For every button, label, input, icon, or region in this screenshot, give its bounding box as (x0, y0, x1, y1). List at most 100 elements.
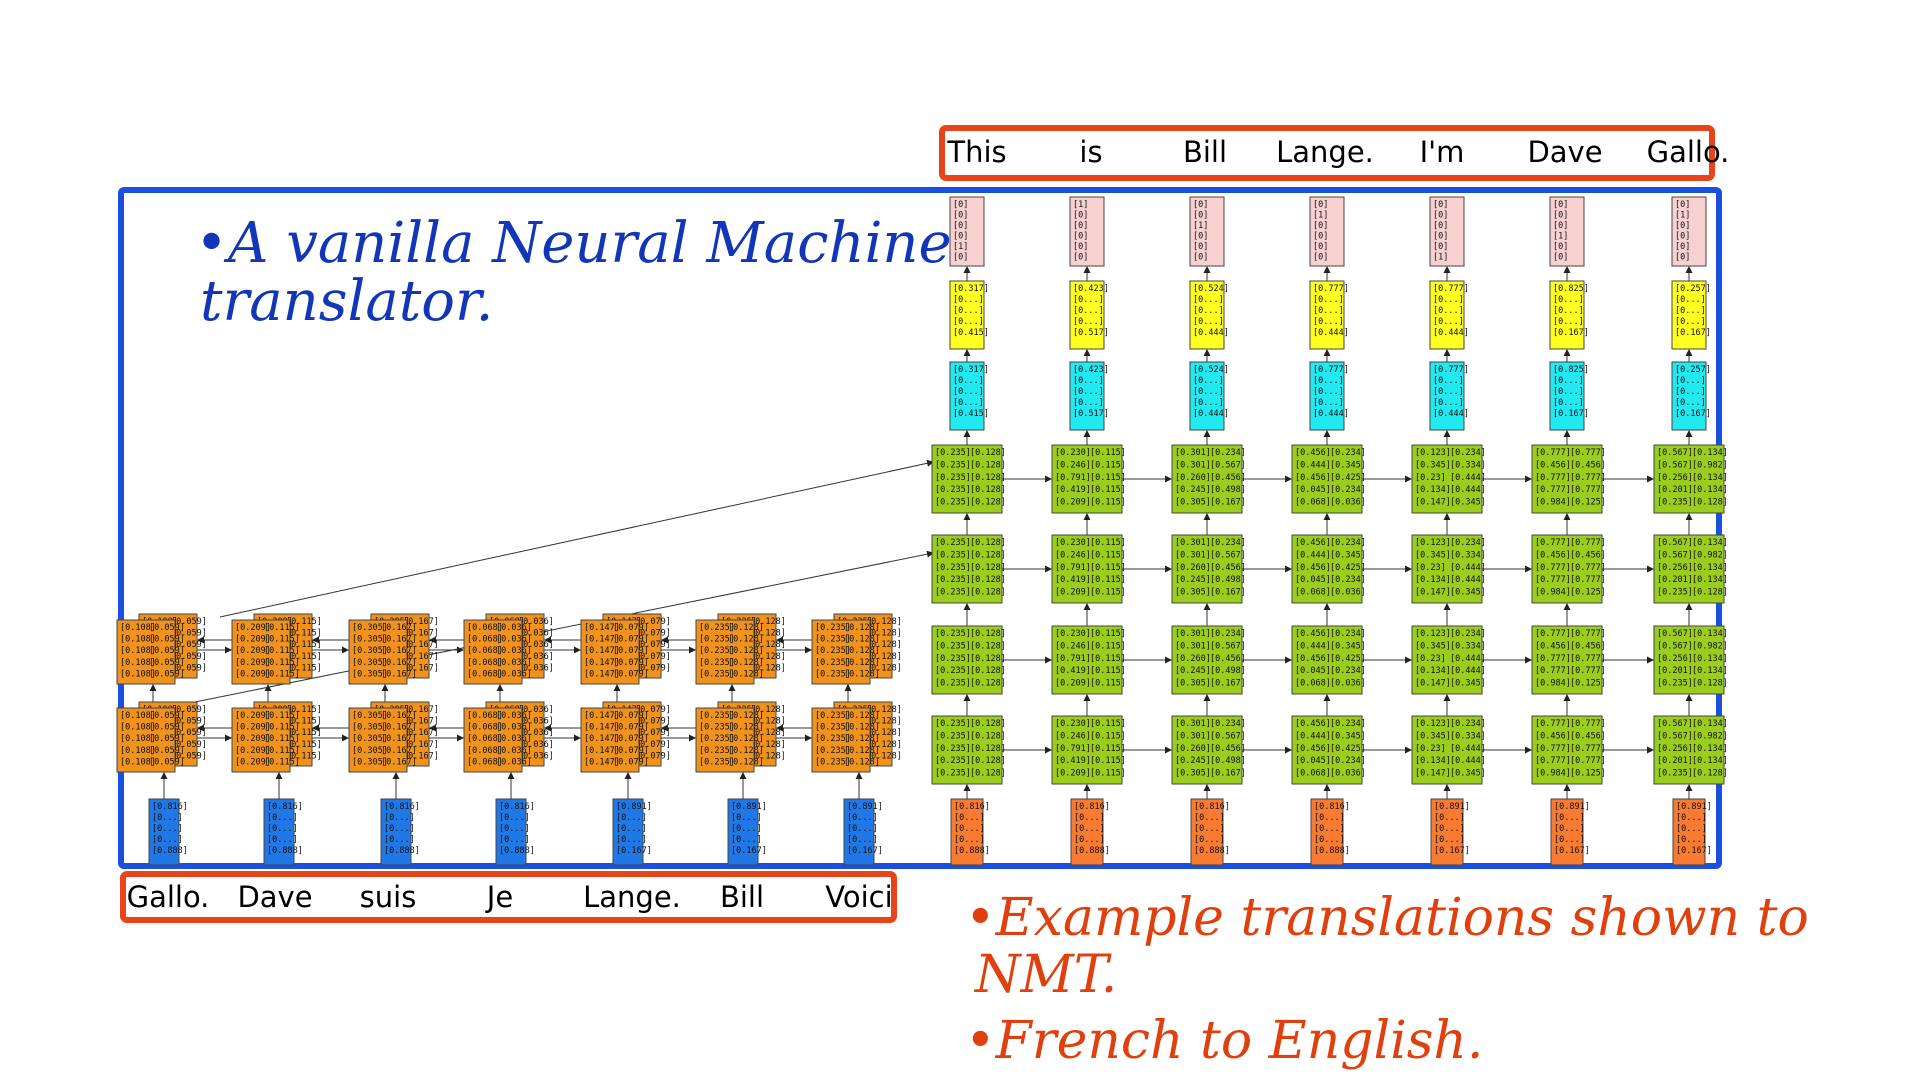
encoder-forward-cell-l1-0-value: [0.059] (149, 623, 185, 633)
decoder-logits-0-value: [0...] (953, 295, 984, 305)
decoder-embedding-3-value: [0...] (1314, 835, 1345, 845)
encoder-embedding-2-value: [0.816] (384, 802, 420, 812)
decoder-onehot-4-value: [0] (1433, 211, 1448, 221)
encoder-forward-cell-l1-3-value: [0.068] (467, 669, 503, 679)
encoder-forward-cell-l1-3-value: [0.036] (496, 669, 532, 679)
encoder-forward-cell-l1-4-value: [0.147] (584, 623, 620, 633)
decoder-onehot-6-value: [0] (1675, 232, 1690, 242)
decoder-cell-l3-4-box (1411, 534, 1483, 604)
decoder-cell-l2-0-value: [0.235] (935, 654, 971, 664)
encoder-forward-cell-l1-1-value: [0.115] (264, 669, 300, 679)
decoder-softmax-0-box (949, 361, 985, 431)
decoder-cell-l4-0-value: [0.128] (970, 460, 1006, 470)
decoder-embedding-6: [0.891][0...][0...][0...][0.167] (1672, 798, 1712, 866)
decoder-cell-l4-6-value: [0.134] (1692, 473, 1728, 483)
decoder-softmax-1-value: [0...] (1073, 387, 1104, 397)
decoder-softmax-0: [0.317][0...][0...][0...][0.415] (949, 361, 989, 431)
encoder-embedding-5-value: [0...] (731, 813, 762, 823)
decoder-cell-l3-3: [0.456][0.234][0.444][0.345][0.456][0.42… (1291, 534, 1366, 604)
decoder-cell-l4-0-value: [0.235] (935, 485, 971, 495)
encoder-forward-cell-l2-1-value: [0.115] (264, 711, 300, 721)
decoder-cell-l1-1-box (1051, 715, 1123, 785)
decoder-cell-l4-0-value: [0.235] (935, 460, 971, 470)
decoder-logits-4: [0.777][0...][0...][0...][0.444] (1429, 280, 1469, 350)
decoder-onehot-3-box (1309, 196, 1345, 267)
encoder-embedding-6-value: [0...] (847, 813, 878, 823)
encoder-backward-cell-l2-2-value: [0.167] (403, 705, 439, 715)
decoder-cell-l3-4-value: [0.444] (1450, 575, 1486, 585)
encoder-forward-cell-l1-1-value: [0.115] (264, 635, 300, 645)
decoder-softmax-0-value: [0.415] (953, 409, 989, 419)
encoder-forward-cell-l1-0: [0.108][0.059][0.108][0.059][0.108][0.05… (116, 619, 185, 685)
decoder-onehot-2-value: [0] (1193, 211, 1208, 221)
decoder-cell-l2-5: [0.777][0.777][0.456][0.456][0.777][0.77… (1531, 625, 1606, 695)
decoder-cell-l3-6-value: [0.235] (1657, 588, 1693, 598)
encoder-forward-cell-l1-6-value: [0.235] (815, 623, 851, 633)
target-word: I'm (1420, 135, 1465, 169)
encoder-backward-cell-l1-5-value: [0.128] (750, 629, 786, 639)
decoder-onehot-6-value: [0] (1675, 242, 1690, 252)
decoder-cell-l3-2-value: [0.456] (1210, 563, 1246, 573)
decoder-softmax-5-value: [0.825] (1553, 365, 1589, 375)
decoder-cell-l3-1-value: [0.115] (1090, 563, 1126, 573)
decoder-cell-l3-3-value: [0.345] (1330, 550, 1366, 560)
decoder-cell-l4-4-value: [0.444] (1450, 473, 1486, 483)
decoder-softmax-2-value: [0...] (1193, 387, 1224, 397)
decoder-embedding-5: [0.891][0...][0...][0...][0.167] (1550, 798, 1590, 866)
decoder-cell-l1-3-value: [0.234] (1330, 719, 1366, 729)
encoder-embedding-2: [0.816][0...][0...][0...][0.888] (380, 798, 420, 866)
decoder-softmax-3-value: [0.444] (1313, 409, 1349, 419)
encoder-backward-cell-l2-0-value: [0.059] (171, 728, 207, 738)
decoder-cell-l1-1-value: [0.791] (1055, 744, 1091, 754)
decoder-cell-l4-6-value: [0.256] (1657, 473, 1693, 483)
encoder-backward-cell-l2-6-value: [0.128] (866, 728, 902, 738)
encoder-forward-cell-l1-6-value: [0.128] (844, 669, 880, 679)
decoder-cell-l1-3-value: [0.234] (1330, 756, 1366, 766)
decoder-logits-3: [0.777][0...][0...][0...][0.444] (1309, 280, 1349, 350)
decoder-embedding-6-value: [0.891] (1676, 802, 1712, 812)
decoder-cell-l3-2-value: [0.301] (1175, 538, 1211, 548)
decoder-logits-3-value: [0...] (1313, 306, 1344, 316)
encoder-embedding-4-value: [0...] (616, 835, 647, 845)
decoder-cell-l4-1-value: [0.246] (1055, 460, 1091, 470)
decoder-cell-l2-0-value: [0.235] (935, 629, 971, 639)
encoder-backward-cell-l1-2-value: [0.167] (403, 617, 439, 627)
encoder-forward-cell-l1-6-value: [0.235] (815, 635, 851, 645)
encoder-embedding-0-value: [0.888] (152, 846, 188, 856)
decoder-cell-l1-3: [0.456][0.234][0.444][0.345][0.456][0.42… (1291, 715, 1366, 785)
encoder-forward-cell-l1-5-value: [0.235] (699, 658, 735, 668)
decoder-logits-0-value: [0.415] (953, 328, 989, 338)
decoder-cell-l4-2-value: [0.245] (1175, 485, 1211, 495)
encoder-forward-cell-l2-4-box (580, 707, 640, 773)
encoder-forward-cell-l2-1-value: [0.209] (235, 757, 271, 767)
decoder-cell-l1-3-value: [0.036] (1330, 769, 1366, 779)
decoder-cell-l3-3-value: [0.068] (1295, 588, 1331, 598)
encoder-embedding-4: [0.891][0...][0...][0...][0.167] (612, 798, 652, 866)
decoder-softmax-6-value: [0.257] (1675, 365, 1711, 375)
decoder-softmax-2: [0.524][0...][0...][0...][0.444] (1189, 361, 1229, 431)
encoder-backward-cell-l1-6-value: [0.128] (866, 652, 902, 662)
encoder-forward-cell-l2-6-value: [0.128] (844, 734, 880, 744)
encoder-forward-cell-l1-2-value: [0.305] (352, 623, 388, 633)
decoder-logits-5-value: [0.825] (1553, 284, 1589, 294)
encoder-backward-cell-l2-3-value: [0.036] (518, 740, 554, 750)
decoder-softmax-4: [0.777][0...][0...][0...][0.444] (1429, 361, 1469, 431)
encoder-forward-cell-l2-6: [0.235][0.128][0.235][0.128][0.235][0.12… (811, 707, 880, 773)
decoder-onehot-0-value: [0] (953, 221, 968, 231)
decoder-softmax-6-value: [0...] (1675, 398, 1706, 408)
encoder-backward-cell-l2-0-value: [0.059] (171, 751, 207, 761)
decoder-cell-l2-4-value: [0.234] (1450, 629, 1486, 639)
decoder-embedding-2-value: [0.816] (1194, 802, 1230, 812)
decoder-cell-l3-2-value: [0.260] (1175, 563, 1211, 573)
decoder-logits-5-value: [0.167] (1553, 328, 1589, 338)
encoder-backward-cell-l1-3-value: [0.036] (518, 617, 554, 627)
decoder-cell-l4-2-value: [0.260] (1175, 473, 1211, 483)
encoder-forward-cell-l2-4-value: [0.079] (613, 757, 649, 767)
encoder-embedding-5-value: [0.891] (731, 802, 767, 812)
encoder-backward-cell-l2-5-value: [0.128] (750, 717, 786, 727)
encoder-forward-cell-l1-6-value: [0.235] (815, 669, 851, 679)
encoder-embedding-0-value: [0...] (152, 835, 183, 845)
decoder-cell-l2-5-value: [0.777] (1535, 654, 1571, 664)
decoder-cell-l1-5-value: [0.777] (1570, 744, 1606, 754)
encoder-forward-cell-l2-5-value: [0.128] (728, 734, 764, 744)
